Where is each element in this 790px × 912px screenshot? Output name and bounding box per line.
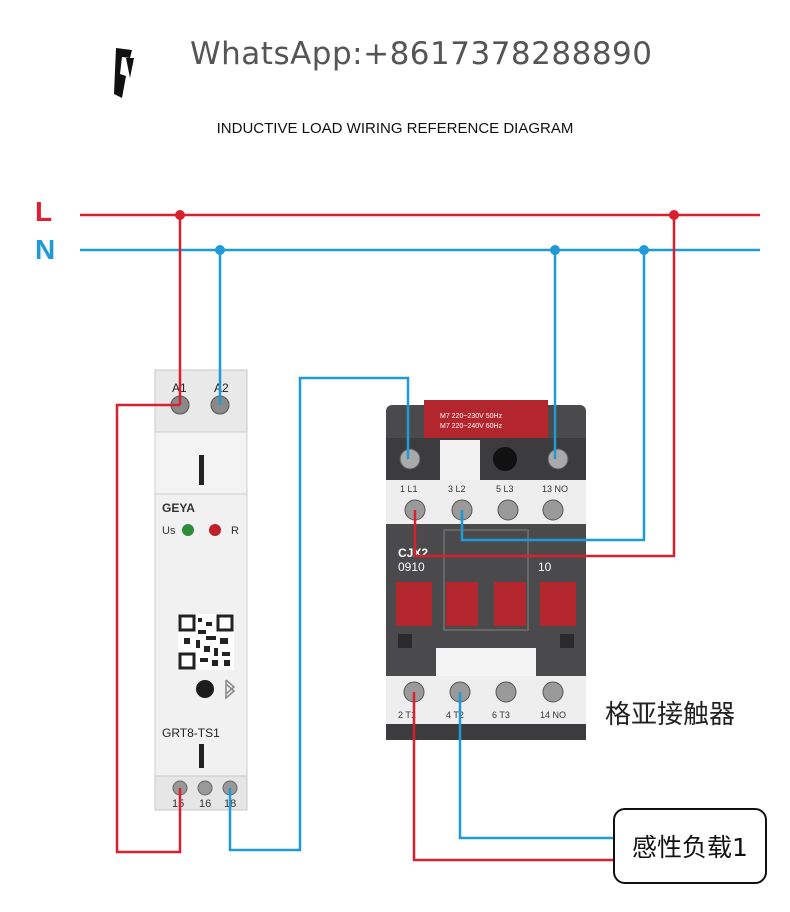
relay-button [196,680,214,698]
wire-18-coil [228,376,410,852]
contactor-rating-plate [424,400,548,438]
junction-dots [175,210,679,255]
led-r-label: R [231,525,239,537]
led-us-label: Us [162,525,176,537]
rating-line2: M7 220~240V 60Hz [440,423,503,430]
rating-line1: M7 220~230V 50Hz [440,413,503,420]
relay-bottom-slot [199,744,204,768]
led-r-red [209,524,221,536]
contactor-bottom-t3: 6 T3 [492,710,510,720]
contactor-model-line2: 0910 [398,560,425,574]
contactor-bottom-window [436,648,536,676]
wire-t2-load [458,692,613,840]
live-rail-label: L [35,196,53,227]
contactor-top-l1: 1 L1 [400,484,418,494]
diagram-title: INDUCTIVE LOAD WIRING REFERENCE DIAGRAM [216,120,574,137]
contactor-name: 格亚接触器 [605,700,736,730]
timer-relay-module: GEYA Us R GRT8-TS1 [154,369,248,811]
contactor-top-l2: 3 L2 [448,484,466,494]
terminal-16-screw [197,780,213,796]
contactor-bottom-t2: 4 T2 [446,710,464,720]
wire-neutral-l2 [460,250,646,542]
terminal-15-label: 15 [172,798,184,810]
inductive-load-box: 感性负载1 [613,808,767,884]
whatsapp-contact: WhatsApp:+8617378288890 [190,36,653,72]
wire-a1-15 [115,403,182,854]
contactor-bottom-t1: 2 T1 [398,710,416,720]
contactor-top-window [440,440,480,480]
terminal-a2-label: A2 [214,381,229,395]
wire-live-l1 [413,215,676,558]
wire-t1-load [412,692,613,862]
bluetooth-icon [225,679,236,700]
contactor-top-l3: 5 L3 [496,484,514,494]
contactor-bottom-no: 14 NO [540,710,566,720]
contactor-model-line1: CJX2 [398,546,428,560]
neutral-rail-label: N [35,234,56,265]
contactor-module: M7 220~230V 50Hz M7 220~240V 60Hz 1 L1 3… [386,400,586,740]
contactor-model-right: 10 [538,560,552,574]
relay-brand: GEYA [162,501,195,515]
load-label: 感性负载1 [632,833,748,862]
terminal-16-label: 16 [199,798,211,810]
contactor-top-no: 13 NO [542,484,568,494]
relay-top-slot [199,455,204,485]
led-us-green [182,524,194,536]
relay-model: GRT8-TS1 [162,726,220,740]
logo-mark [114,48,134,98]
qr-code-icon [178,614,234,670]
